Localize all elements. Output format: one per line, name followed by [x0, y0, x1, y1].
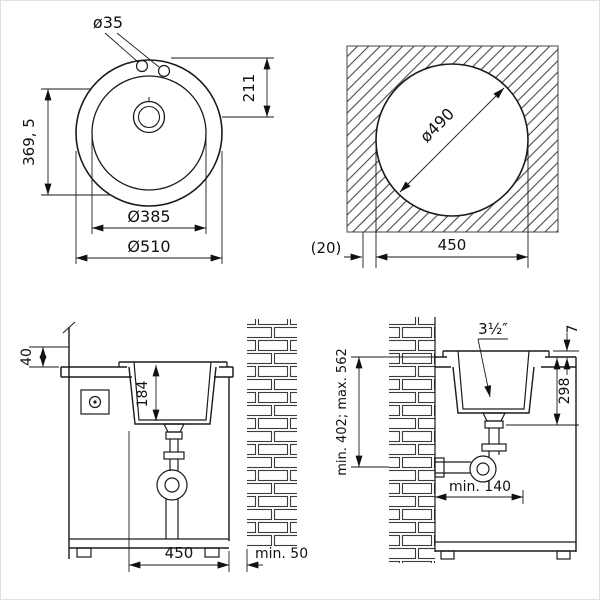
- section-left-view: 40 184 450 min. 50: [19, 319, 308, 572]
- dim-faucet-hole-dia: ø35: [93, 13, 123, 32]
- cabinet-body: [69, 377, 230, 558]
- drain-thread-leader: [477, 338, 508, 398]
- dim-bowl-dia: Ø385: [127, 207, 170, 226]
- cabinet-foot-left: [76, 547, 92, 558]
- dim-wall-distance-lines: [435, 490, 524, 504]
- faucet-hole-right: [157, 64, 171, 78]
- dim-211-lines: [171, 57, 274, 118]
- sink-outer-rim-circle: [75, 59, 223, 207]
- dim-rim-height-lines: [553, 333, 579, 375]
- section-right-view: 3½″ 7 298 min. 402; max. 562 min. 140: [335, 317, 581, 563]
- dim-rim-height: 7: [565, 325, 581, 334]
- dim-cabinet-width: 450: [165, 544, 194, 562]
- dim-drain-thread: 3½″: [478, 320, 508, 338]
- plan-view: ø35 211 369, 5 Ø385 Ø510: [20, 13, 274, 264]
- dim-wall-distance: min. 140: [449, 479, 511, 495]
- drain-and-trap: [156, 423, 188, 539]
- cutout-dia-dim-line: [399, 87, 505, 193]
- drain-inner-circle: [137, 105, 161, 129]
- brick-wall-right: [247, 319, 297, 547]
- dim-width-lines: [128, 431, 263, 572]
- cabinet-body-b: [435, 357, 577, 560]
- dim-overhang: 40: [19, 348, 35, 366]
- dim-cutout-width: 450: [438, 236, 467, 254]
- dim-hole-to-drain: 211: [240, 74, 258, 103]
- dim-outer-dia: Ø510: [127, 237, 170, 256]
- faucet-hole-left: [135, 59, 149, 73]
- dim-outer-dia-lines: [75, 151, 223, 264]
- dim-overhang-lines: [29, 346, 69, 368]
- dim-outlet-depth-lines: [506, 358, 579, 426]
- dim-cutout-width-lines: [344, 144, 529, 268]
- dim-front-depth: 369, 5: [20, 118, 38, 166]
- dim-wall-gap: min. 50: [255, 546, 308, 562]
- dim-outlet-depth: 298: [557, 378, 573, 405]
- faucet-hole-leader-lines: [104, 32, 160, 68]
- dim-edge-gap: (20): [311, 239, 342, 257]
- dim-drain-range-lines: [351, 356, 435, 468]
- drain-and-trap-b: [434, 412, 507, 483]
- overflow-detail-box: [80, 389, 110, 415]
- countertop-section: [60, 366, 234, 378]
- sink-bowl-circle: [91, 75, 207, 191]
- cabinet-foot-left-b: [440, 550, 455, 560]
- dim-bowl-depth: 184: [135, 381, 151, 408]
- cutout-view: ø490 450 (20): [311, 45, 559, 268]
- sink-basin-section-b: [442, 350, 550, 414]
- countertop-section-b: [435, 356, 576, 368]
- cabinet-foot-right: [204, 547, 220, 558]
- brick-wall-left: [389, 317, 435, 563]
- cabinet-foot-right-b: [556, 550, 571, 560]
- break-mark: [62, 321, 76, 334]
- dim-drain-range: min. 402; max. 562: [335, 348, 350, 476]
- dim-bowl-dia-lines: [91, 137, 207, 234]
